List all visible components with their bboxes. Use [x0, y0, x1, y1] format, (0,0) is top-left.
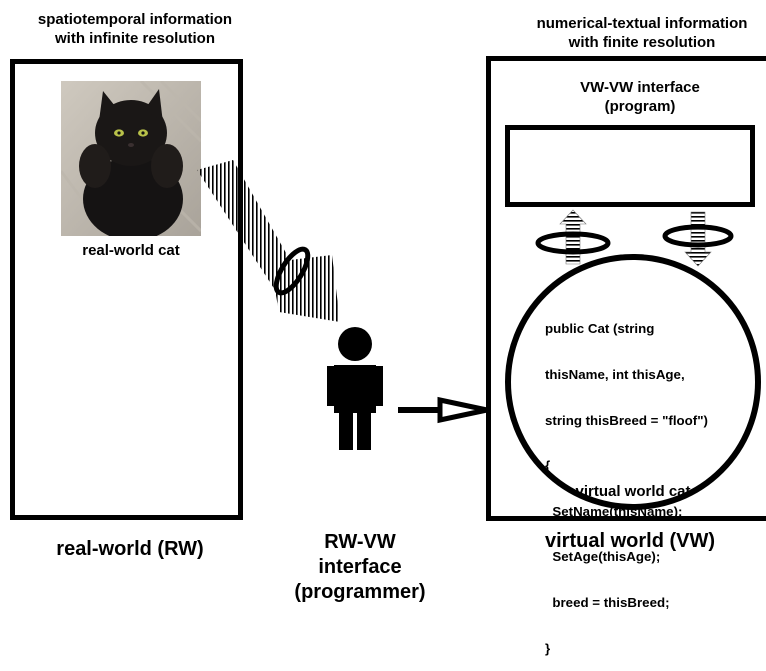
vw-vw-interface-line2: (program): [604, 98, 676, 115]
programmer-figure: [327, 327, 383, 450]
virtual-world-cat-label: virtual world cat: [575, 483, 691, 500]
diagram-shapes: [197, 160, 761, 510]
real-world-cat-label: real-world cat: [82, 242, 180, 259]
real-world-box: [10, 59, 243, 520]
down-arrow: [684, 211, 712, 267]
cat-constructor-code: public Cat (string thisName, int thisAge…: [545, 291, 708, 671]
code-line-4: {: [545, 458, 551, 474]
up-arrow: [559, 209, 587, 265]
lens-ring-down: [662, 224, 734, 248]
lens-ring-up: [535, 231, 611, 255]
real-world-label: real-world (RW): [56, 538, 204, 560]
vw-header-line1: numerical-textual information: [536, 15, 748, 32]
virtual-world-cat-circle: [505, 254, 761, 510]
virtual-world-box: [486, 56, 766, 521]
code-line-8: }: [545, 640, 551, 656]
perception-beam: [197, 160, 340, 322]
vw-vw-interface-line1: VW-VW interface: [580, 79, 700, 96]
cat-photo-svg: [61, 81, 201, 236]
lens-ring-left: [273, 246, 311, 296]
rw-vw-interface-line1: RW-VW: [324, 531, 396, 553]
code-line-3: string thisBreed = "floof"): [545, 412, 708, 428]
program-box: [505, 125, 755, 207]
code-line-5: SetName(thisName);: [545, 503, 683, 519]
vw-vw-interface-label: VW-VW interface (program): [540, 78, 740, 116]
code-line-7: breed = thisBreed;: [545, 595, 670, 611]
code-line-1: public Cat (string: [545, 321, 655, 337]
programmer-arrow: [398, 396, 488, 424]
code-line-2: thisName, int thisAge,: [545, 367, 685, 383]
rw-header-line2: with infinite resolution: [55, 30, 215, 47]
real-world-cat-photo: [61, 81, 201, 236]
vw-header: numerical-textual information with finit…: [492, 14, 766, 52]
rw-header-line1: spatiotemporal information: [37, 11, 233, 28]
virtual-world-label: virtual world (VW): [545, 530, 715, 552]
code-line-6: SetAge(thisAge);: [545, 549, 661, 565]
rw-vw-interface-line3: (programmer): [294, 581, 426, 603]
rw-vw-interface-label: RW-VW interface (programmer): [280, 530, 440, 605]
vw-header-line2: with finite resolution: [568, 34, 716, 51]
rw-header: spatiotemporal information with infinite…: [0, 10, 270, 48]
rw-vw-interface-line2: interface: [318, 556, 402, 578]
